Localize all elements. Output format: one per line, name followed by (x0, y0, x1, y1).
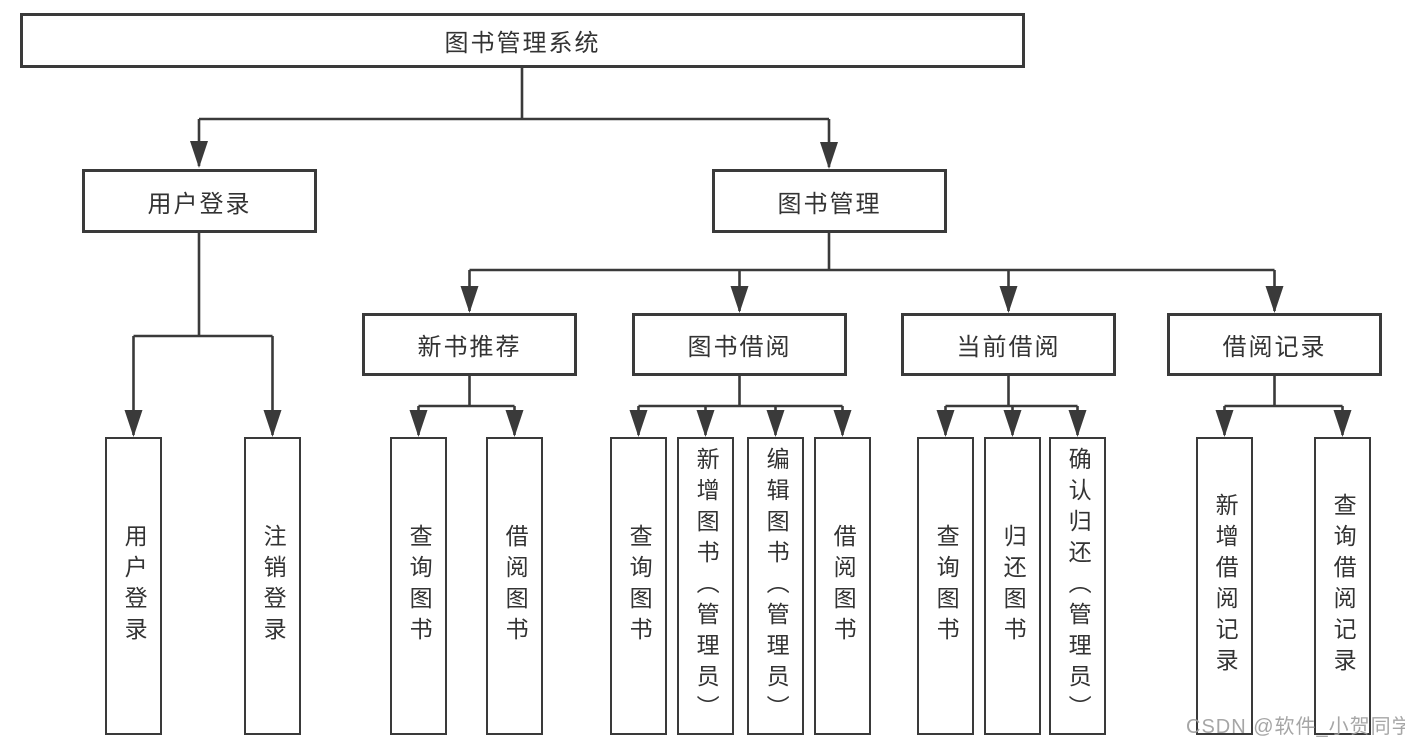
leaf-return-book: 归还图书 (984, 437, 1041, 735)
leaf-query-borrow-record-label: 查询借阅记录 (1330, 493, 1357, 679)
leaf-logout: 注销登录 (244, 437, 301, 735)
leaf-borrow-query-book: 查询图书 (610, 437, 667, 735)
node-current-borrow: 当前借阅 (901, 313, 1116, 376)
leaf-add-book-admin: 新增图书（管理员） (677, 437, 734, 735)
leaf-borrow-book-label: 借阅图书 (830, 524, 857, 648)
leaf-edit-book-admin-label: 编辑图书（管理员） (763, 446, 790, 726)
leaf-user-login: 用户登录 (105, 437, 162, 735)
node-user-login: 用户登录 (82, 169, 317, 233)
leaf-return-book-label: 归还图书 (1000, 524, 1027, 648)
node-user-login-label: 用户登录 (147, 190, 252, 218)
node-current-borrow-label: 当前借阅 (956, 334, 1061, 361)
leaf-add-borrow-record-label: 新增借阅记录 (1212, 493, 1239, 679)
leaf-recommend-query-book-label: 查询图书 (406, 524, 433, 648)
node-book-borrow-label: 图书借阅 (687, 334, 792, 361)
node-book-management-label: 图书管理 (777, 190, 882, 218)
node-root: 图书管理系统 (20, 13, 1025, 68)
node-borrow-record: 借阅记录 (1167, 313, 1382, 376)
node-new-book-recommend: 新书推荐 (362, 313, 577, 376)
node-root-label: 图书管理系统 (444, 30, 601, 57)
leaf-confirm-return-admin: 确认归还（管理员） (1049, 437, 1106, 735)
watermark: CSDN @软件_小贺同学 (1186, 716, 1405, 738)
node-book-management: 图书管理 (712, 169, 947, 233)
leaf-current-query-book-label: 查询图书 (933, 524, 960, 648)
leaf-query-borrow-record: 查询借阅记录 (1314, 437, 1371, 735)
node-book-borrow: 图书借阅 (632, 313, 847, 376)
leaf-logout-label: 注销登录 (260, 524, 287, 648)
leaf-borrow-book: 借阅图书 (814, 437, 871, 735)
leaf-add-borrow-record: 新增借阅记录 (1196, 437, 1253, 735)
leaf-recommend-query-book: 查询图书 (390, 437, 447, 735)
leaf-add-book-admin-label: 新增图书（管理员） (693, 446, 720, 726)
leaf-borrow-query-book-label: 查询图书 (626, 524, 653, 648)
node-new-book-recommend-label: 新书推荐 (417, 334, 522, 361)
leaf-current-query-book: 查询图书 (917, 437, 974, 735)
leaf-confirm-return-admin-label: 确认归还（管理员） (1065, 446, 1092, 726)
leaf-user-login-label: 用户登录 (121, 524, 148, 648)
leaf-recommend-borrow-book: 借阅图书 (486, 437, 543, 735)
node-borrow-record-label: 借阅记录 (1222, 334, 1327, 361)
leaf-recommend-borrow-book-label: 借阅图书 (502, 524, 529, 648)
leaf-edit-book-admin: 编辑图书（管理员） (747, 437, 804, 735)
